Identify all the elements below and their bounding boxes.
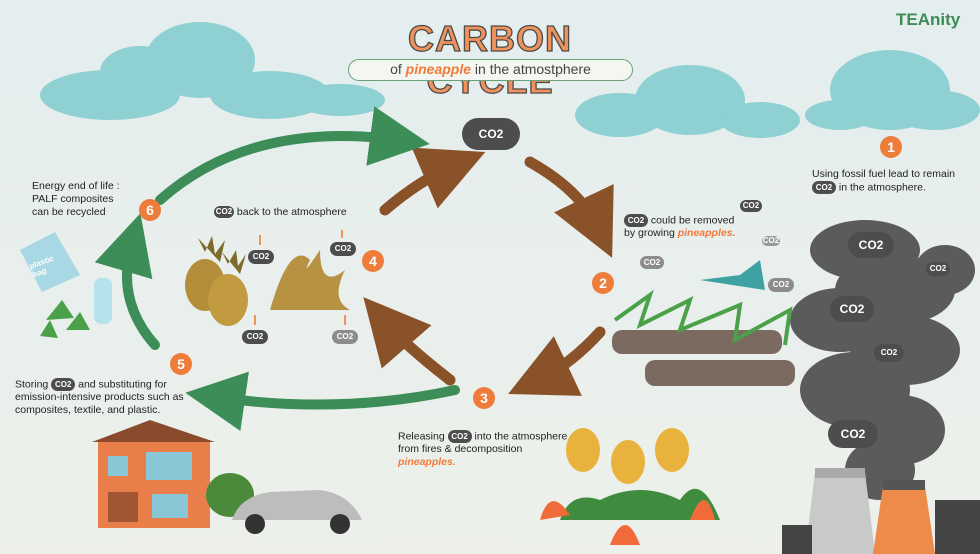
co2-dry-4: CO2 — [332, 330, 358, 344]
step-6-badge: 6 — [139, 199, 161, 221]
co2-inline-5: CO2 — [51, 378, 76, 391]
co2-smoke-2: CO2 — [926, 262, 950, 276]
cycle-arrows-brown — [363, 147, 614, 396]
co2-smoke-3: CO2 — [830, 296, 874, 322]
step-3-text-mid: into the atmosphere from fires & decompo… — [398, 430, 568, 456]
co2-field-1: CO2 — [740, 200, 762, 212]
step-5-text-post: and substituting for emission-intensive … — [15, 378, 184, 417]
house — [92, 420, 254, 528]
step-2-text: CO2 could be removed by growing pineappl… — [624, 214, 742, 240]
co2-inline-3: CO2 — [447, 430, 472, 443]
step-1-badge: 1 — [880, 136, 902, 158]
step-5-text: Storing CO2 and substituting for emissio… — [15, 378, 195, 417]
step-4-badge: 4 — [362, 250, 384, 272]
step-2-badge: 2 — [592, 272, 614, 294]
step-1-text: Using fossil fuel lead to remain CO2 in … — [812, 168, 972, 194]
co2-dry-3: CO2 — [242, 330, 268, 344]
cloud-right — [575, 50, 980, 138]
cloud-left — [40, 22, 385, 120]
co2-smoke-1: CO2 — [848, 232, 894, 258]
pineapple-field — [612, 260, 795, 386]
page-subtitle: of pineapple in the atmostphere — [348, 59, 633, 81]
burning-pineapples — [540, 428, 720, 545]
step-5-badge: 5 — [170, 353, 192, 375]
step-3-text: Releasing CO2 into the atmosphere from f… — [398, 430, 568, 469]
step-4-text-post: back to the atmosphere — [236, 206, 347, 218]
step-6-text: Energy end of life : PALF composites can… — [32, 180, 120, 218]
co2-inline-2: CO2 — [624, 214, 648, 227]
co2-cloud-top: CO2 — [462, 118, 520, 150]
step-3-badge: 3 — [473, 387, 495, 409]
co2-field-3: CO2 — [762, 236, 780, 246]
subtitle-highlight: pineapple — [405, 61, 472, 77]
step-5-text-pre: Storing — [15, 378, 49, 391]
co2-inline-1: CO2 — [812, 181, 836, 194]
subtitle-pre: of — [390, 61, 402, 77]
step-2-text-pre: could be removed by growing — [624, 214, 735, 240]
factory — [782, 468, 980, 554]
co2-dry-2: CO2 — [330, 242, 356, 256]
recycle-items — [20, 232, 112, 338]
step-1-text-pre: Using fossil fuel lead to remain — [812, 168, 955, 180]
cycle-arrows-green — [94, 106, 460, 431]
co2-field-4: CO2 — [768, 278, 794, 292]
co2-smoke-4: CO2 — [874, 344, 904, 362]
step-4-text: CO2 back to the atmosphere — [214, 206, 374, 219]
step-3-text-pre: Releasing — [398, 430, 445, 443]
step-3-highlight: pineapples. — [398, 456, 456, 469]
step-2-highlight: pineapples. — [677, 227, 736, 240]
co2-inline-4: CO2 — [214, 206, 234, 219]
brand-logo: TEAnity — [896, 10, 961, 29]
co2-smoke-5: CO2 — [828, 420, 878, 448]
step-1-text-post: in the atmosphere. — [838, 181, 926, 194]
co2-field-2: CO2 — [640, 256, 664, 269]
release-arrows — [254, 230, 346, 325]
subtitle-post: in the atmostphere — [474, 61, 591, 77]
dry-pineapples — [185, 236, 350, 326]
co2-dry-1: CO2 — [248, 250, 274, 264]
car — [232, 490, 362, 534]
